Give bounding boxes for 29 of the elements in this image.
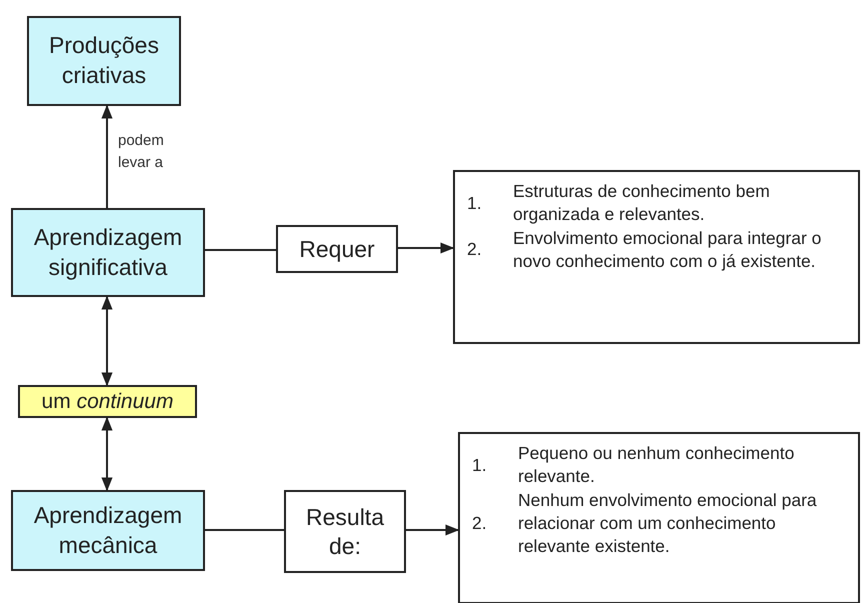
node-label: Aprendizagem significativa [32, 222, 184, 282]
concept-box [11, 208, 205, 297]
node-label: Requer [299, 234, 375, 264]
list-number: 2. [467, 238, 482, 262]
connector-line [205, 529, 284, 531]
node-label: Produções criativas [48, 31, 160, 90]
concept-box [11, 490, 205, 571]
list-box [453, 170, 860, 344]
list-item-text: Envolvimento emocional para integrar o novo conhecimento com o já existente. [513, 226, 822, 273]
list-item-text: Pequeno ou nenhum conhecimento relevante. [518, 442, 796, 488]
arrow [398, 242, 454, 254]
arrow [406, 524, 460, 536]
node-label: Resulta de: [305, 502, 385, 560]
list-number: 2. [472, 512, 487, 535]
list-box [458, 432, 860, 603]
list-item-text: Estruturas de conhecimento bem organizada e relevantes. [513, 180, 771, 226]
arrow [101, 416, 113, 492]
highlight-box [18, 385, 197, 418]
list-number: 1. [472, 454, 487, 477]
arrow [101, 104, 113, 208]
list-number: 1. [467, 192, 482, 215]
node-label: um continuum [42, 388, 174, 414]
process-box [284, 490, 406, 573]
process-box [27, 16, 181, 106]
arrow [101, 296, 113, 386]
connector-line [205, 249, 276, 251]
node-label: Aprendizagem mecânica [32, 500, 184, 560]
list-item-text: Nenhum envolvimento emocional para relacionar com um conhecimento relevante existente. [518, 488, 818, 558]
process-box [276, 225, 398, 273]
